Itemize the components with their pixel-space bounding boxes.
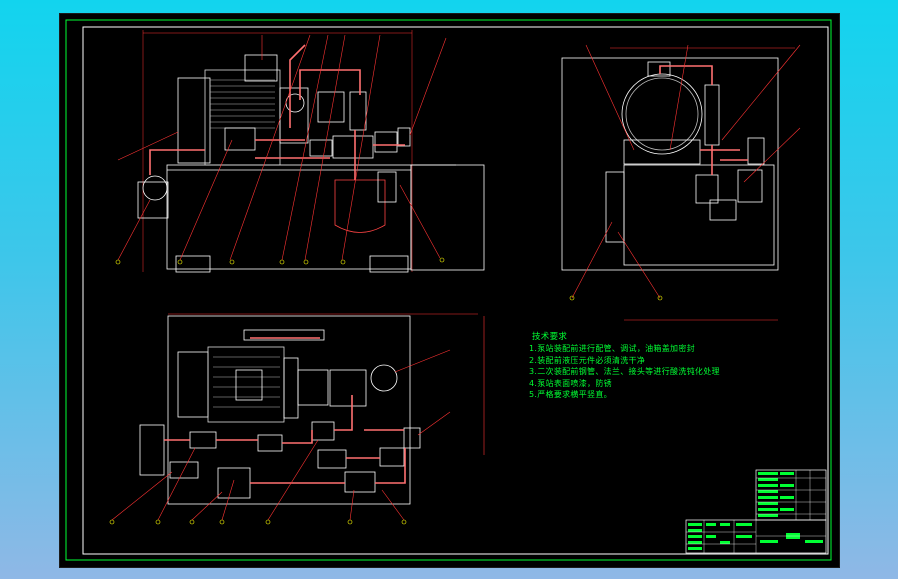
side-pipes <box>659 65 748 175</box>
requirement-3: 3.二次装配前钢管、法兰、接头等进行酸洗钝化处理 <box>529 367 720 377</box>
top-leaders <box>111 316 485 521</box>
item-balloons <box>109 257 663 525</box>
top-pipes <box>164 337 406 484</box>
side-view <box>561 47 795 321</box>
requirement-4: 4.泵站表面喷漆，防锈 <box>529 378 612 388</box>
requirement-1: 1.泵站装配前进行配管、调试，油箱盖加密封 <box>529 344 695 354</box>
sheet-frame <box>65 19 832 561</box>
technical-requirements-title: 技术要求 <box>532 332 568 342</box>
title-block <box>685 469 827 554</box>
front-leaders <box>117 34 447 261</box>
side-leaders <box>571 44 801 299</box>
technical-requirements: 技术要求 1.泵站装配前进行配管、调试，油箱盖加密封 2.装配前液压元件必须清洗… <box>529 332 769 400</box>
drawing-sheet <box>59 13 840 568</box>
front-pipes <box>149 44 405 180</box>
requirement-2: 2.装配前液压元件必须清洗干净 <box>529 355 646 365</box>
front-view <box>137 30 485 273</box>
requirement-5: 5.严格要求横平竖直。 <box>529 390 612 400</box>
top-view <box>139 313 478 505</box>
